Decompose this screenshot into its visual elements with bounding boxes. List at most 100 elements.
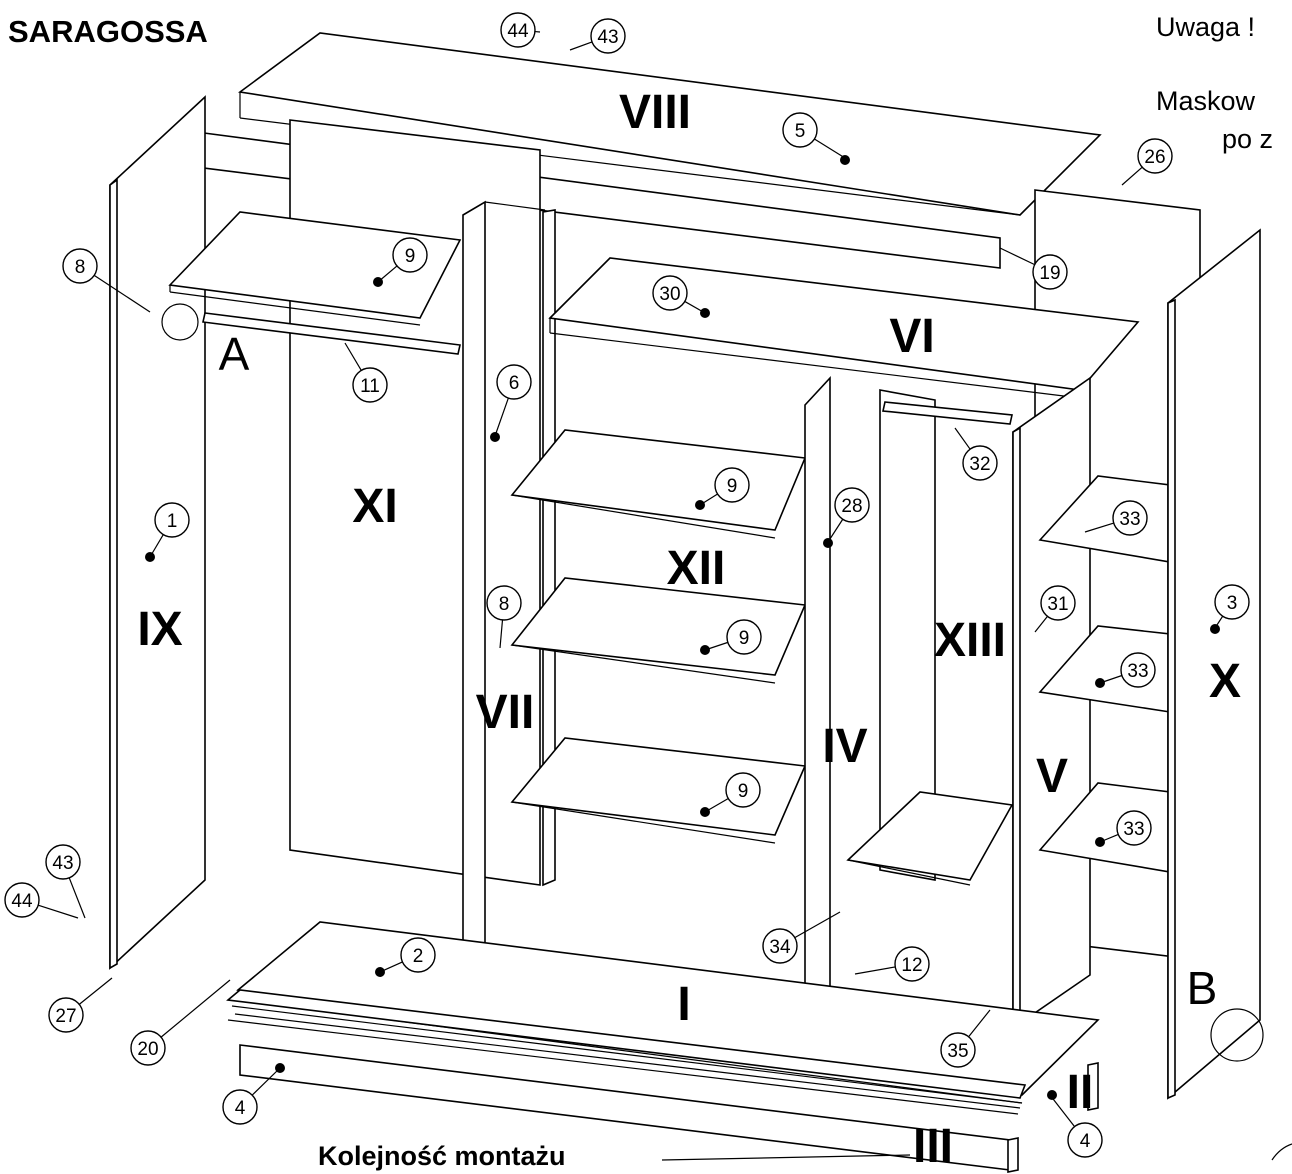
part-number: 31 [1047, 594, 1068, 615]
callout-circle [726, 619, 762, 655]
roman-label: X [1209, 655, 1241, 708]
part-number: 34 [769, 937, 791, 958]
callout-leader [814, 138, 846, 159]
roman-label: V [1036, 750, 1068, 803]
part-number: 26 [1144, 147, 1165, 168]
callout-leader [68, 877, 86, 919]
part-number: 33 [1127, 661, 1148, 682]
roman-label: III [913, 1120, 953, 1173]
part-number: 28 [841, 496, 862, 517]
roman-label: VI [889, 310, 934, 363]
callout-leader [954, 427, 971, 450]
assembly-order-label: Kolejność montażu [318, 1141, 566, 1171]
roman-label: II [1067, 1066, 1094, 1119]
panel-marker-dot [145, 552, 155, 562]
panel-marker-dot [700, 807, 710, 817]
panel-marker-dot [1095, 837, 1105, 847]
panel-marker-dot [375, 967, 385, 977]
part-number: 35 [947, 1041, 968, 1062]
callout-circle [1137, 138, 1173, 174]
panel-outlines [109, 32, 1292, 1173]
callout-circle [496, 364, 532, 400]
callout-circle [1032, 254, 1068, 290]
panel-marker-dot [700, 645, 710, 655]
panel-marker-dot [1095, 678, 1105, 688]
panel-markers [145, 155, 1220, 1100]
callout-circle [222, 1089, 258, 1125]
roman-label: XII [667, 542, 726, 595]
callout-circle [392, 237, 428, 273]
panel-marker-dot [1210, 624, 1220, 634]
callout-leader [999, 247, 1035, 266]
roman-label: XI [352, 480, 397, 533]
callout-circle [652, 275, 688, 311]
callout-leader [93, 274, 151, 313]
callout-circle [130, 1030, 166, 1066]
callout-circle [782, 112, 818, 148]
callout-leader [494, 397, 509, 437]
part-number: 30 [659, 284, 680, 305]
callout-circle [590, 18, 626, 54]
part-number: 43 [52, 853, 73, 874]
callout-leader [78, 977, 113, 1005]
part-number: 44 [507, 21, 529, 42]
panel-marker-dot [695, 500, 705, 510]
callout-circle [486, 585, 522, 621]
callout-leader [794, 911, 841, 939]
part-number: 8 [499, 594, 510, 615]
part-number: 27 [55, 1006, 76, 1027]
callout-leader [968, 1009, 991, 1038]
panel-marker-dot [700, 308, 710, 318]
callout-circle [500, 12, 536, 48]
callout-circle [762, 928, 798, 964]
panel-marker-dot [275, 1063, 285, 1073]
product-title: SARAGOSSA [8, 14, 208, 49]
callout-leader [499, 619, 504, 649]
note-line-2: Maskow [1156, 86, 1256, 116]
callout-leader [344, 342, 362, 371]
callout-leader [854, 966, 896, 975]
part-number: 8 [75, 257, 86, 278]
part-number: 33 [1123, 819, 1144, 840]
callout-circle [400, 937, 436, 973]
part-number: 9 [738, 781, 749, 802]
callout-leader [1049, 1094, 1076, 1127]
callout-circle [725, 772, 761, 808]
note-line-3: po z [1222, 124, 1274, 154]
roman-label: XIII [934, 614, 1006, 667]
letter-label: B [1187, 962, 1218, 1014]
part-number: 43 [597, 27, 618, 48]
callout-leader [251, 1067, 281, 1096]
roman-label: VII [476, 686, 535, 739]
callout-circle [4, 882, 40, 918]
part-number: 11 [360, 376, 380, 397]
callout-circle [48, 997, 84, 1033]
callout-circle [1120, 652, 1156, 688]
note-warning: Uwaga ! [1156, 12, 1256, 42]
part-number: 3 [1227, 593, 1238, 614]
callout-circle [894, 946, 930, 982]
part-number: 20 [137, 1039, 158, 1060]
part-number: 12 [901, 955, 922, 976]
callout-circle [154, 502, 190, 538]
callout-leader [160, 979, 231, 1038]
callout-circle [1112, 500, 1148, 536]
letter-label: A [219, 328, 250, 380]
roman-label: IX [137, 603, 182, 656]
callout-circle [714, 467, 750, 503]
callout-circle [45, 844, 81, 880]
part-number: 5 [795, 121, 806, 142]
panel-marker-dot [823, 538, 833, 548]
roman-label: I [677, 978, 690, 1031]
callout-leader [1034, 615, 1048, 633]
callout-leader [38, 904, 79, 919]
roman-label: IV [822, 720, 867, 773]
part-number: 19 [1039, 263, 1060, 284]
part-number: 32 [969, 454, 990, 475]
part-number: 4 [235, 1098, 246, 1119]
part-number: 9 [739, 628, 750, 649]
part-number: 2 [413, 946, 424, 967]
